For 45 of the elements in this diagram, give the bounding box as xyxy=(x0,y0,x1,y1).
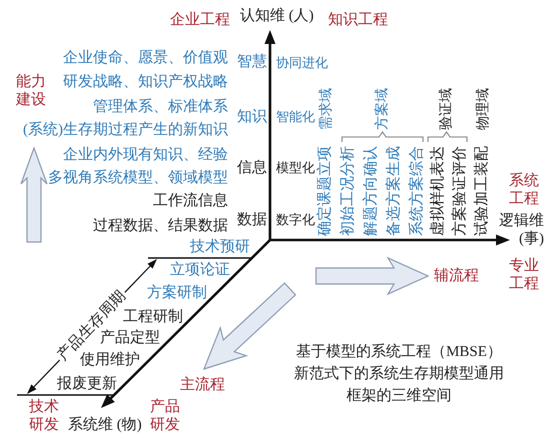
level-label: 知识 xyxy=(237,108,267,126)
domain-label: 方案域 xyxy=(374,88,391,130)
step-label: 备选方案生成 xyxy=(385,146,403,236)
process-label: 主流程 xyxy=(180,376,225,394)
stage-label: 立项论证 xyxy=(170,261,230,279)
knowledge-item-text: 企业使命、愿景、价值观 xyxy=(63,49,228,67)
level-label: 数据 xyxy=(237,211,267,229)
step-label: 虚拟样机表达 xyxy=(429,146,447,236)
knowledge-item-text: 管理体系、标准体系 xyxy=(93,98,228,116)
discipline-label: 产品研发 xyxy=(150,398,181,434)
caption: 基于模型的系统工程（MBSE）新范式下的系统生存期模型通用框架的三维空间 xyxy=(293,342,505,406)
knowledge-item-text: 研发战略、知识产权战略 xyxy=(63,73,228,91)
domain-label: 需求域 xyxy=(318,88,335,130)
level-mode-label: 数字化 xyxy=(276,212,315,228)
level-mode-label: 协同进化 xyxy=(276,55,328,71)
discipline-label: 知识工程 xyxy=(328,11,388,29)
discipline-label: 企业工程 xyxy=(170,11,230,29)
level-mode-label: 智能化 xyxy=(276,109,315,125)
discipline-label: 技术研发 xyxy=(29,398,60,434)
discipline-label: 系统工程 xyxy=(509,172,540,208)
stage-label: 技术预研 xyxy=(190,238,250,256)
knowledge-item-text: 工作流信息 xyxy=(153,192,228,210)
stage-label: 报废更新 xyxy=(57,375,117,393)
step-label: 方案验证评价 xyxy=(451,146,469,236)
level-label: 信息 xyxy=(237,159,267,177)
step-label: 试验加工装配 xyxy=(473,146,491,236)
axis-title: 逻辑维 (事) xyxy=(498,212,544,248)
discipline-label: 专业工程 xyxy=(509,257,540,293)
knowledge-item-text: 多视角系统模型、领域模型 xyxy=(48,169,228,187)
domain-label: 验证域 xyxy=(438,88,455,130)
axis-title: 系统维 (物) xyxy=(68,416,142,434)
knowledge-item-text: 过程数据、结果数据 xyxy=(93,217,228,235)
step-label: 确定课题立项 xyxy=(316,146,334,236)
domain-label: 物理域 xyxy=(476,88,492,130)
step-label: 系统方案综合 xyxy=(408,146,426,236)
level-label: 智慧 xyxy=(237,53,267,71)
process-label: 辅流程 xyxy=(434,267,479,285)
knowledge-item-text: (系统)生存期过程产生的新知识 xyxy=(23,121,228,139)
step-label: 解题方向确认 xyxy=(362,146,380,236)
step-label: 初始工况分析 xyxy=(339,146,357,236)
arrow-label: 能力建设 xyxy=(16,73,47,109)
level-mode-label: 模型化 xyxy=(276,160,315,176)
axis-title: 认知维 (人) xyxy=(240,7,314,25)
knowledge-item-text: 企业内外现有知识、经验 xyxy=(63,146,228,164)
stage-label: 方案研制 xyxy=(147,284,207,302)
